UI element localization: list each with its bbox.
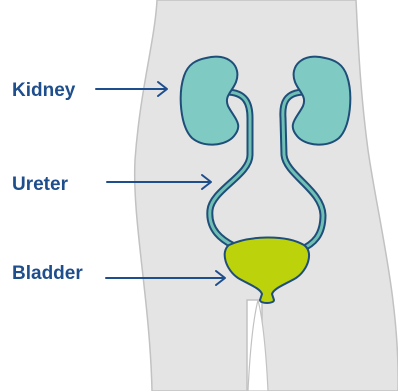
torso-silhouette bbox=[135, 0, 398, 391]
ureter-label: Ureter bbox=[12, 174, 69, 195]
kidney-label: Kidney bbox=[12, 80, 76, 101]
bladder-label: Bladder bbox=[12, 263, 83, 284]
